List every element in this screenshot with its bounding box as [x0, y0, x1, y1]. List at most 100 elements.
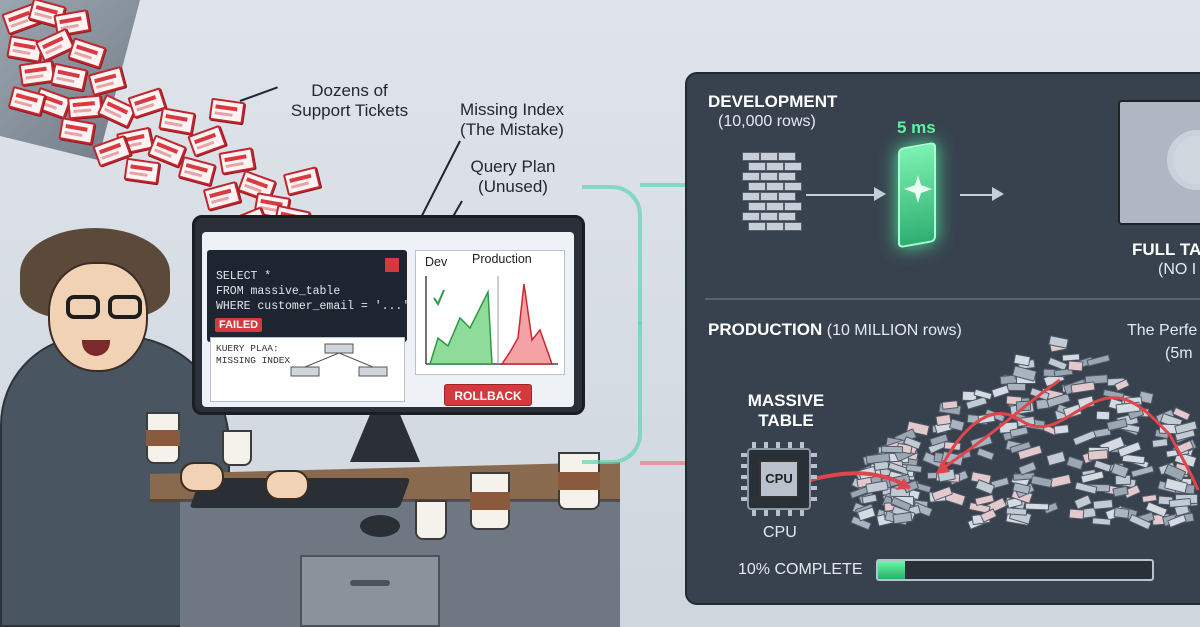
scan-arrow-in [810, 471, 912, 490]
ticket-icon [282, 166, 322, 196]
cpu-label: CPU [763, 524, 797, 541]
production-title: PRODUCTION [708, 320, 823, 339]
query-plan-title: KUERY PLAA: [216, 343, 279, 354]
table-brick [742, 192, 760, 201]
dev-arrow-head-2-icon [992, 187, 1004, 201]
production-heading: PRODUCTION (10 MILLION rows) [708, 320, 962, 340]
table-brick [766, 162, 784, 171]
table-brick [766, 222, 784, 231]
glasses-left-lens [66, 295, 100, 319]
table-brick [784, 202, 802, 211]
table-brick [766, 182, 784, 191]
performance-label: The Perfe [1127, 322, 1198, 339]
table-brick [760, 192, 778, 201]
cpu-pin [788, 508, 792, 516]
ticket-icon [123, 157, 161, 185]
ticket-icon [177, 155, 217, 187]
table-brick [760, 152, 778, 161]
sql-line-from: FROM massive_table [216, 285, 341, 298]
progress-bar [876, 559, 1154, 581]
connector-to-production [582, 322, 642, 464]
production-rows: (10 MILLION rows) [826, 322, 962, 339]
development-title: DEVELOPMENT [708, 92, 838, 111]
cpu-pin [809, 475, 817, 479]
paper-cup [222, 430, 252, 466]
cpu-pin [809, 453, 817, 457]
error-indicator-icon [385, 258, 399, 272]
spark-icon [904, 175, 932, 203]
right-hand [265, 470, 309, 500]
rollback-button[interactable]: ROLLBACK [444, 384, 532, 406]
connector-to-production-line [640, 461, 695, 465]
dev-series-area [428, 289, 493, 365]
dev-arrow-line-2 [960, 194, 994, 196]
query-plan-annotation: Query Plan (Unused) [470, 157, 556, 196]
table-brick [784, 162, 802, 171]
progress-bar-fill [878, 561, 906, 579]
cpu-chip-label: CPU [759, 460, 799, 498]
coffee-cup-sleeve [470, 492, 510, 510]
query-plan-warning: MISSING INDEX [216, 355, 291, 366]
missing-index-annotation: Missing Index (The Mistake) [460, 100, 564, 139]
left-hand [180, 462, 224, 492]
table-brick [778, 212, 796, 221]
paper-cup [415, 500, 447, 540]
connector-to-development-line [640, 183, 695, 187]
cpu-pin [776, 442, 780, 450]
perf-mini-chart [425, 276, 558, 365]
table-brick [742, 172, 760, 181]
cpu-pin [741, 453, 749, 457]
table-brick [760, 172, 778, 181]
full-table-scan-sub: (NO I [1158, 261, 1197, 278]
dev-timing: 5 ms [897, 118, 936, 137]
table-brick [748, 162, 766, 171]
check-mark-icon [433, 289, 445, 307]
cpu-pin [800, 442, 804, 450]
table-brick [742, 152, 760, 161]
sql-line-select: SELECT * [216, 270, 272, 283]
ticket-icon [218, 147, 256, 175]
desk-drawer[interactable] [300, 555, 440, 627]
cpu-pin [809, 464, 817, 468]
cpu-pin [741, 464, 749, 468]
table-brick [766, 202, 784, 211]
cpu-pin [800, 508, 804, 516]
query-plan-tree-icon [290, 343, 388, 377]
table-brick [748, 222, 766, 231]
full-table-scan-title: FULL TA [1132, 240, 1200, 259]
tab-production[interactable]: Production [472, 252, 532, 266]
tab-dev[interactable]: Dev [425, 255, 448, 269]
table-brick [784, 182, 802, 191]
scan-return-head-icon [936, 460, 950, 474]
dev-arrow-line [806, 194, 876, 196]
glasses-right-lens [108, 295, 142, 319]
cpu-pin [741, 497, 749, 501]
table-brick [748, 182, 766, 191]
failed-badge: FAILED [215, 318, 263, 332]
coffee-cup-sleeve [558, 472, 600, 490]
cpu-pin [764, 442, 768, 450]
table-brick [760, 212, 778, 221]
cpu-pin [776, 508, 780, 516]
massive-table-label: MASSIVE TABLE [747, 391, 825, 430]
table-brick [778, 152, 796, 161]
cpu-pin [752, 442, 756, 450]
connector-to-development [582, 185, 642, 325]
computer-mouse[interactable] [360, 515, 400, 537]
coffee-cup-sleeve [146, 430, 180, 446]
performance-sub: (5m [1165, 345, 1193, 362]
cpu-pin [764, 508, 768, 516]
cpu-pin [741, 486, 749, 490]
production-series-area [500, 283, 554, 365]
scan-return-path [939, 378, 1061, 472]
scan-wander-path [938, 396, 1172, 471]
drawer-handle[interactable] [350, 580, 390, 586]
table-brick [742, 212, 760, 221]
developer-mouth [82, 340, 110, 356]
tickets-annotation-arrow [239, 86, 278, 102]
ticket-icon [67, 94, 103, 120]
dev-arrow-head-icon [874, 187, 886, 201]
progress-label: 10% COMPLETE [738, 561, 863, 578]
scan-path-arrows [810, 378, 1200, 491]
monitor-stand [350, 412, 420, 462]
